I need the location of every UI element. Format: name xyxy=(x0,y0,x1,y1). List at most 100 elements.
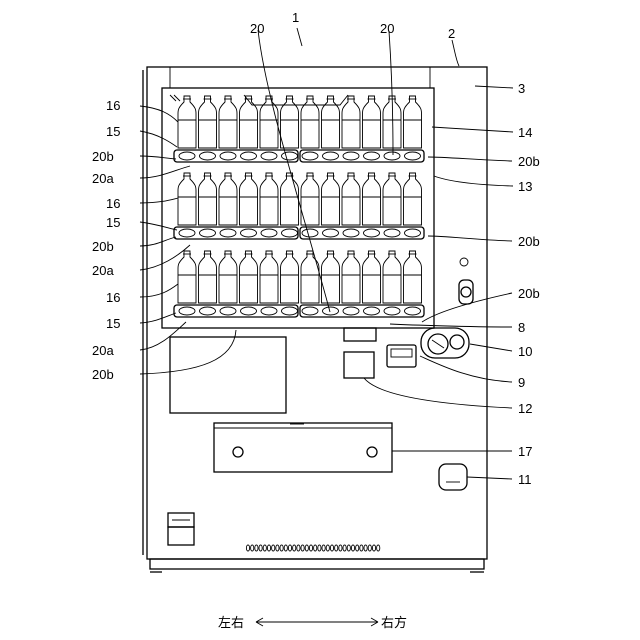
bottle xyxy=(363,251,381,303)
ref-1: 1 xyxy=(292,10,299,25)
sold-out-lamp xyxy=(179,152,195,160)
ref-20a-c: 20a xyxy=(92,343,114,358)
ref-20b-right-b: 20b xyxy=(518,234,540,249)
leader-20b-right-b xyxy=(428,236,512,241)
bottle xyxy=(219,173,237,225)
ref-12: 12 xyxy=(518,401,532,416)
vent-slot xyxy=(309,545,312,551)
leader-10 xyxy=(470,344,512,351)
ref-20a-b: 20a xyxy=(92,263,114,278)
vent-slot xyxy=(301,545,304,551)
sold-out-lamp xyxy=(200,307,216,315)
sold-out-lamp xyxy=(282,307,298,315)
leader-16-b xyxy=(140,198,178,203)
vent-slot xyxy=(364,545,367,551)
ref-9: 9 xyxy=(518,375,525,390)
leader-8 xyxy=(390,324,512,327)
sold-out-lamp xyxy=(323,152,339,160)
sold-out-lamp xyxy=(405,307,421,315)
leader-13 xyxy=(434,176,513,186)
reference-numerals: 1 2 3 20 20 14 13 20b 20b 20b 8 10 9 12 … xyxy=(92,10,540,631)
bottle xyxy=(178,251,196,303)
leader-14 xyxy=(432,127,513,132)
sold-out-lamp xyxy=(241,152,257,160)
vent-slot xyxy=(272,545,275,551)
sold-out-lamp xyxy=(384,307,400,315)
vent-slot xyxy=(360,545,363,551)
bottle xyxy=(178,96,196,148)
leader-15-a xyxy=(140,131,177,147)
vent-slot xyxy=(284,545,287,551)
ref-20b-right-c: 20b xyxy=(518,286,540,301)
ref-20b-left-c: 20b xyxy=(92,367,114,382)
bottle xyxy=(219,251,237,303)
ref-20b-left-a: 20b xyxy=(92,149,114,164)
ref-16-b: 16 xyxy=(106,196,120,211)
bottle xyxy=(260,173,278,225)
vent-slot xyxy=(314,545,317,551)
sold-out-lamp xyxy=(179,229,195,237)
bottle xyxy=(322,96,340,148)
ref-20-top-left: 20 xyxy=(250,21,264,36)
vent-slot xyxy=(347,545,350,551)
ref-10: 10 xyxy=(518,344,532,359)
vent-slot xyxy=(322,545,325,551)
machine-artwork xyxy=(140,28,513,626)
vent-slot xyxy=(267,545,270,551)
door-handle-lower xyxy=(168,527,194,545)
vent-slot xyxy=(305,545,308,551)
ref-3: 3 xyxy=(518,81,525,96)
vent-slot xyxy=(293,545,296,551)
vent-slot xyxy=(255,545,258,551)
bottle xyxy=(363,173,381,225)
selection-button xyxy=(344,352,374,378)
vent-slot xyxy=(259,545,262,551)
leader-15-c xyxy=(140,313,176,323)
bottle xyxy=(342,96,360,148)
sold-out-lamp xyxy=(364,229,380,237)
ref-20-top-right: 20 xyxy=(380,21,394,36)
direction-left-label: 左右 xyxy=(218,616,244,631)
bottle xyxy=(383,251,401,303)
sold-out-lamp xyxy=(343,307,359,315)
ref-20b-right-a: 20b xyxy=(518,154,540,169)
product-racks xyxy=(174,96,424,317)
leader-20b-left-a xyxy=(140,156,176,159)
change-outlet xyxy=(439,464,467,490)
sold-out-lamp xyxy=(200,152,216,160)
bottle xyxy=(404,96,422,148)
sold-out-lamp xyxy=(282,152,298,160)
bottle xyxy=(322,251,340,303)
bottle xyxy=(260,251,278,303)
leader-20-right xyxy=(389,31,393,155)
sold-out-lamp xyxy=(261,307,277,315)
leader-3 xyxy=(475,86,513,88)
coin-slot-mark xyxy=(432,340,444,348)
outlet-screw-left xyxy=(233,447,243,457)
cabinet-base xyxy=(150,559,484,569)
rack-shelf-right xyxy=(300,305,424,317)
bottle xyxy=(301,251,319,303)
bottle xyxy=(281,251,299,303)
key-lock-cylinder xyxy=(461,287,471,297)
vent-slot xyxy=(335,545,338,551)
vent-slot xyxy=(251,545,254,551)
ref-11: 11 xyxy=(518,472,532,487)
ref-13: 13 xyxy=(518,179,532,194)
leader-11 xyxy=(467,477,512,479)
ref-20b-left-b: 20b xyxy=(92,239,114,254)
sold-out-lamp xyxy=(405,152,421,160)
leader-20b-right-a xyxy=(428,157,512,161)
sold-out-lamp xyxy=(241,229,257,237)
bottle xyxy=(260,96,278,148)
ventilation-slots xyxy=(246,545,379,551)
bottle xyxy=(178,173,196,225)
sold-out-lamp xyxy=(323,307,339,315)
bottle xyxy=(404,251,422,303)
bottle xyxy=(199,251,217,303)
vent-slot xyxy=(377,545,380,551)
sold-out-lamp xyxy=(220,307,236,315)
sold-out-lamp xyxy=(261,152,277,160)
bill-slot xyxy=(391,349,412,357)
